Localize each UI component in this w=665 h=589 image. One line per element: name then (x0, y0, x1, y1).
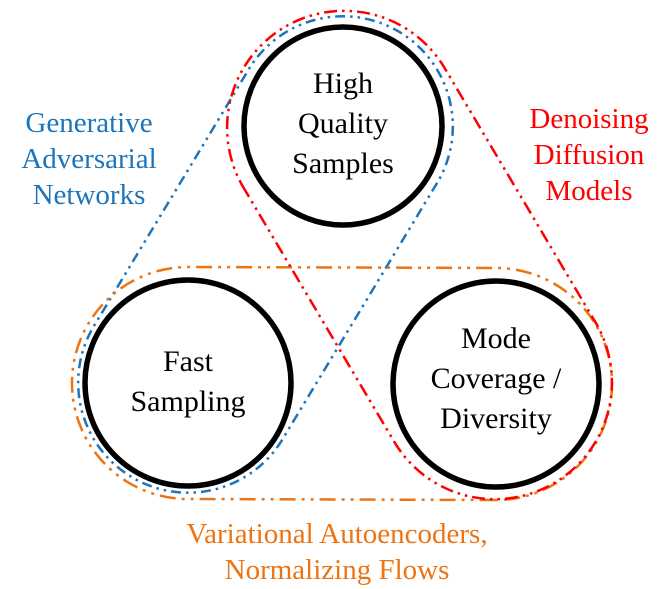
label-line: Denoising (529, 103, 649, 135)
family-label-generative-adversarial-networks: Generative Adversarial Networks (21, 105, 156, 213)
label-line: Models (545, 175, 633, 207)
circle-mode-coverage-diversity (390, 278, 602, 490)
label-line: Variational Autoencoders, (186, 518, 488, 550)
circle-fast-sampling (82, 277, 294, 489)
family-label-variational-autoencoders-normalizing-flows: Variational Autoencoders, Normalizing Fl… (186, 516, 487, 588)
gan-loop (76, 15, 455, 494)
node-label-fast-sampling: Fast Sampling (130, 342, 245, 422)
label-line: Networks (32, 179, 146, 211)
node-label-mode-coverage-diversity: Mode Coverage / Diversity (431, 319, 562, 439)
label-line: Normalizing Flows (224, 554, 450, 586)
label-line: Generative (25, 107, 153, 139)
label-line: Quality (297, 107, 388, 140)
label-line: Fast (162, 345, 214, 378)
label-line: Samples (292, 147, 394, 180)
label-line: High (312, 67, 373, 100)
ddm-loop (225, 9, 614, 501)
label-line: Adversarial (21, 143, 157, 175)
label-line: Mode (461, 322, 531, 355)
node-label-high-quality-samples: High Quality Samples (292, 64, 394, 184)
label-line: Diffusion (533, 139, 645, 171)
label-line: Coverage / (430, 362, 562, 395)
label-line: Sampling (130, 385, 246, 418)
family-label-denoising-diffusion-models: Denoising Diffusion Models (529, 101, 648, 209)
circle-high-quality-samples (241, 24, 445, 228)
label-line: Diversity (440, 402, 552, 435)
